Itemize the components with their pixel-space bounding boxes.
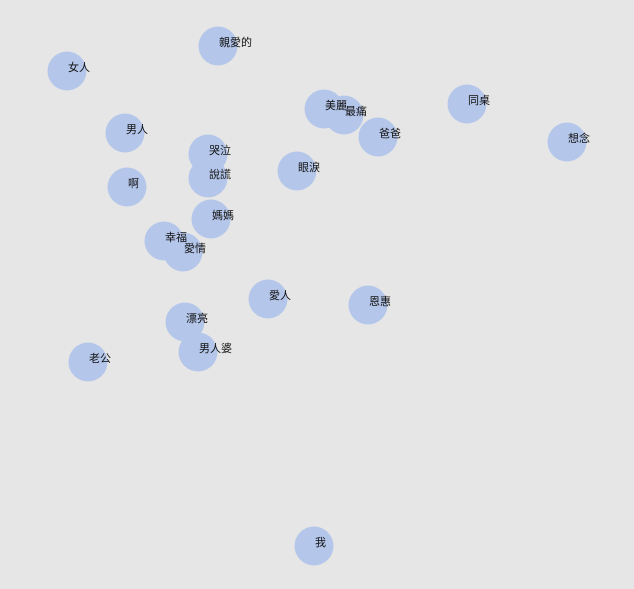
node-circle[interactable] [47,51,87,91]
node-label: 男人 [126,123,148,136]
node-circle[interactable] [68,342,108,382]
node-label: 愛人 [269,289,291,302]
node-circle[interactable] [358,117,398,157]
node-label: 爸爸 [379,127,401,140]
node-label: 同桌 [468,94,490,107]
node-circle[interactable] [198,26,238,66]
node-circle[interactable] [447,84,487,124]
node-circle[interactable] [248,279,288,319]
node-label: 哭泣 [209,143,231,157]
node-label: 我 [315,536,326,549]
node-circle[interactable] [165,302,205,342]
node-label: 男人婆 [199,342,232,355]
node-label: 愛情 [184,242,206,255]
node-circle[interactable] [324,95,364,135]
node-label: 美麗 [325,99,347,112]
node-label: 眼淚 [298,160,320,174]
node-label: 最痛 [345,104,367,118]
node-circle[interactable] [188,158,228,198]
node-label: 想念 [568,131,590,145]
node-circle[interactable] [163,232,203,272]
node-label: 幸福 [165,230,187,244]
node-label: 老公 [89,352,111,365]
node-label: 親愛的 [219,35,252,49]
node-circle[interactable] [107,167,147,207]
node-circle[interactable] [105,113,145,153]
node-circle[interactable] [348,285,388,325]
node-circle[interactable] [191,199,231,239]
node-circle[interactable] [547,122,587,162]
node-circle[interactable] [294,526,334,566]
node-label: 媽媽 [212,208,234,222]
node-label: 恩惠 [369,294,391,308]
node-label: 說謊 [209,167,231,181]
node-circle[interactable] [178,332,218,372]
node-label: 女人 [68,60,90,74]
node-label: 啊 [128,177,139,190]
node-circle[interactable] [277,151,317,191]
node-label: 漂亮 [186,311,208,325]
node-circle-layer [47,26,587,566]
